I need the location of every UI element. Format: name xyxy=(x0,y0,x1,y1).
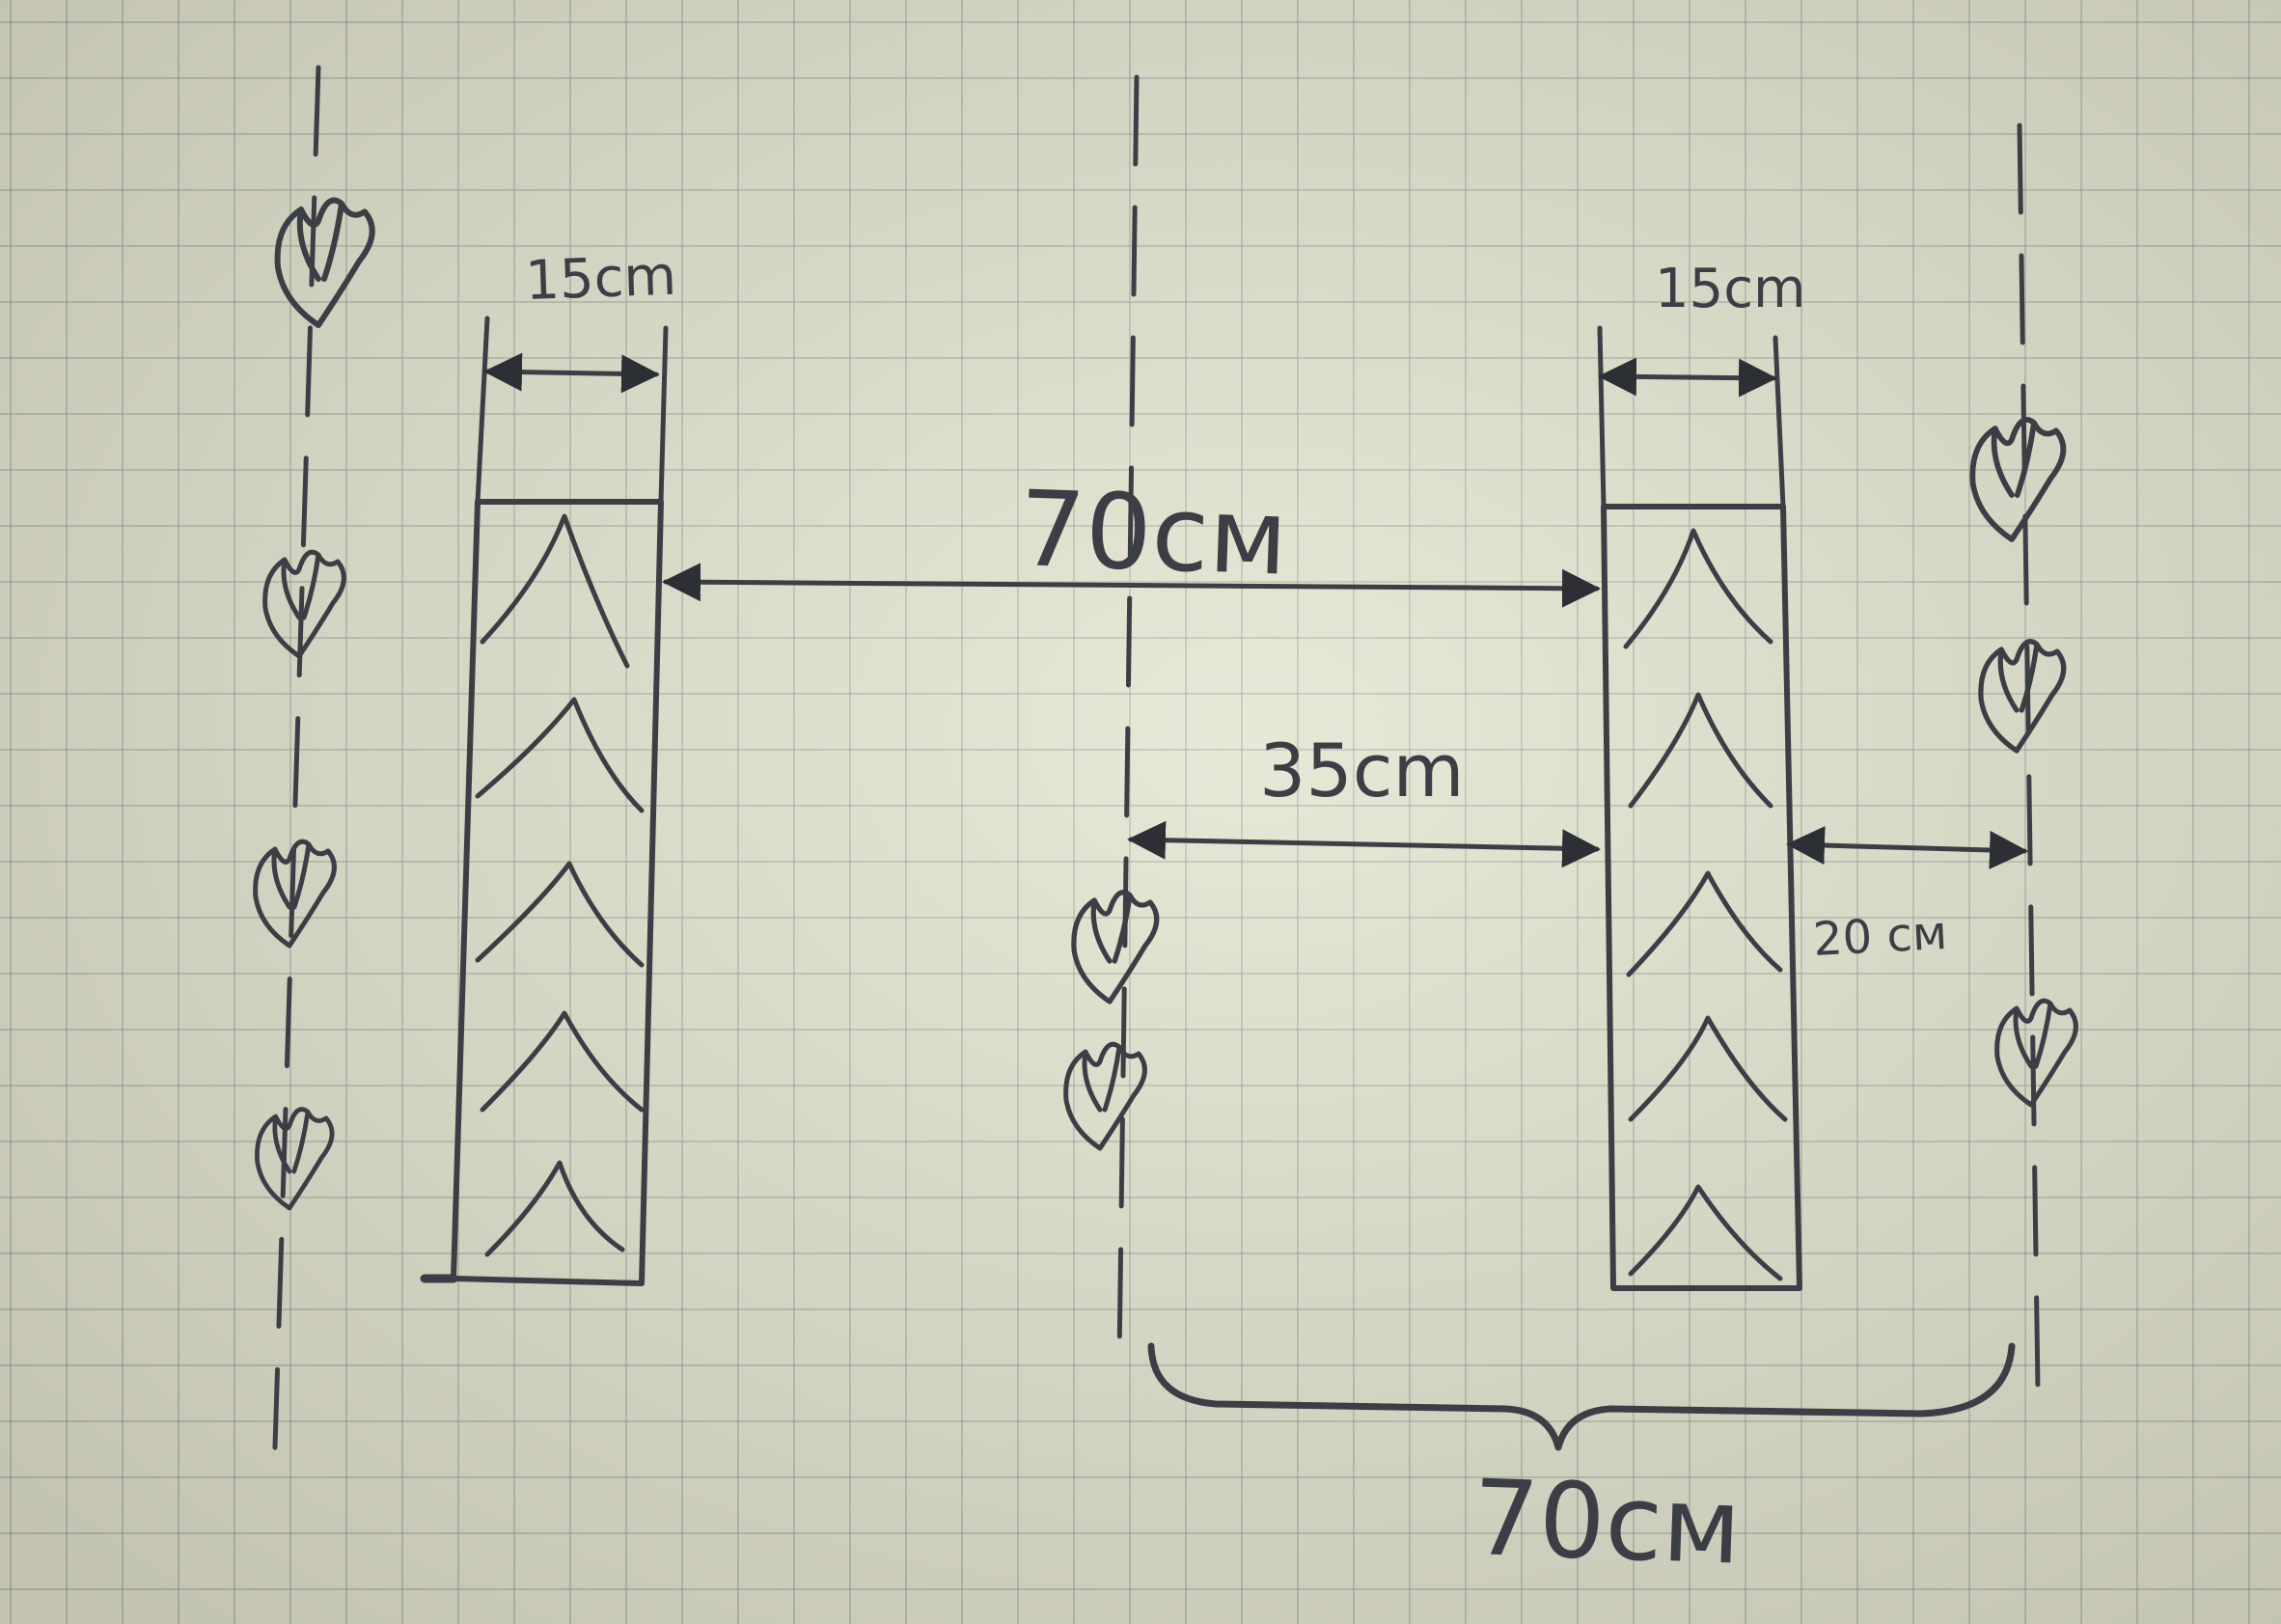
left-bed-chevrons xyxy=(475,513,645,1257)
right-bed-width-arrow xyxy=(1598,357,1777,398)
plant-icon xyxy=(1071,890,1160,1005)
span-brace xyxy=(1147,1342,2016,1451)
plant-icon xyxy=(274,197,375,329)
bed-to-plant-row-label: 20 см xyxy=(1812,906,1949,967)
center-row-to-bed-label: 35cm xyxy=(1259,728,1465,813)
left-bed-width-label: 15cm xyxy=(524,245,677,313)
center-row-to-bed-arrow xyxy=(1127,820,1601,868)
between-beds-label: 70см xyxy=(1017,469,1289,599)
plant-icon xyxy=(1978,639,2067,754)
plant-icon xyxy=(1969,417,2067,542)
between-beds-arrow xyxy=(662,563,1601,608)
right-bed-chevrons xyxy=(1623,528,1788,1281)
bracket-span-label: 70см xyxy=(1470,1458,1743,1588)
plant-icon xyxy=(1063,1041,1147,1151)
plant-icon xyxy=(1994,998,2078,1108)
left-plant-row-line xyxy=(272,65,321,1450)
right-plant-row-line xyxy=(2017,123,2041,1392)
right-bed-width-label: 15cm xyxy=(1655,258,1806,320)
left-bed xyxy=(420,316,669,1286)
left-bed-width-arrow xyxy=(483,352,660,394)
bed-to-right-row-arrow xyxy=(1786,826,2028,869)
plants xyxy=(253,197,2078,1211)
center-plant-row-line xyxy=(1116,74,1140,1363)
plant-icon xyxy=(262,549,346,659)
plant-icon xyxy=(255,1107,335,1211)
right-bed xyxy=(1597,325,1802,1291)
plant-icon xyxy=(253,839,337,949)
